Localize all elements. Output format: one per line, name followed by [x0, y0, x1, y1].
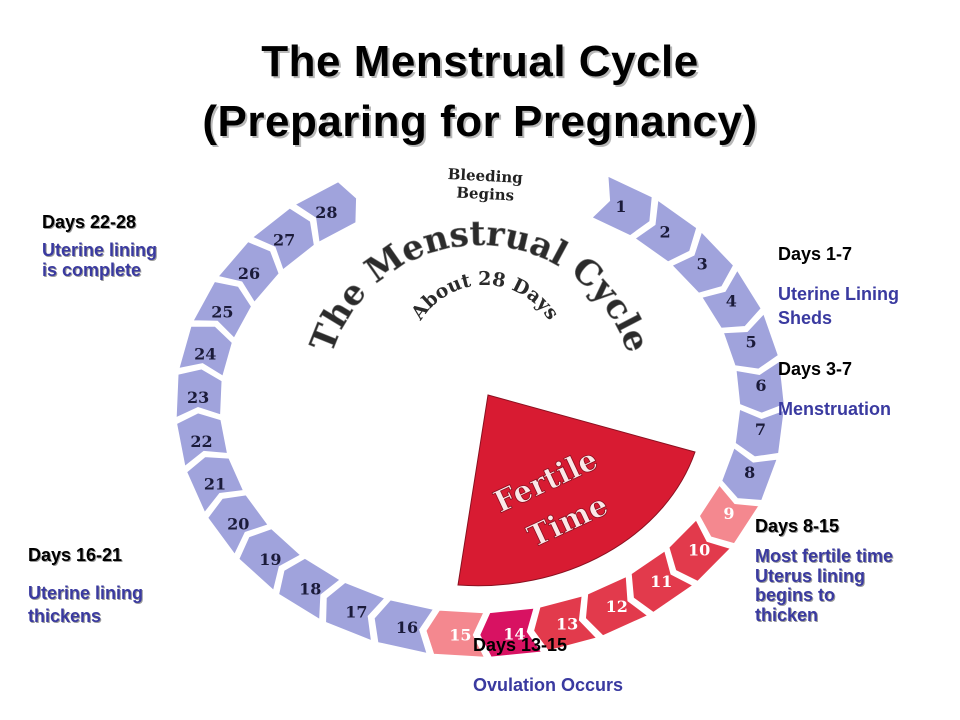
day-segment-24: [177, 325, 234, 378]
day-number-1: 1: [615, 197, 626, 216]
annotation-heading: Days 1-7: [778, 244, 853, 264]
day-number-24: 24: [194, 344, 216, 363]
annotation-text: thicken: [755, 605, 819, 626]
annotation-text: is complete: [42, 259, 142, 280]
day-segments: 1234567891011121314151617181920212223242…: [175, 174, 786, 659]
day-segment-23: [175, 367, 224, 420]
day-segment-21: [185, 455, 245, 515]
day-segment-3: [670, 230, 735, 295]
day-segment-13: [532, 594, 599, 652]
day-number-17: 17: [345, 603, 367, 622]
day-number-25: 25: [211, 302, 233, 321]
annotation-heading: Days 16-21: [28, 545, 123, 565]
day-segment-19: [237, 527, 303, 593]
day-segment-7: [734, 407, 786, 458]
day-number-2: 2: [659, 222, 670, 241]
day-number-28: 28: [315, 203, 337, 222]
day-number-19: 19: [259, 550, 281, 569]
day-segment-14: [478, 607, 544, 659]
annotation-heading: Days 22-28: [42, 212, 137, 232]
ring-subtitle-path: About 28 Days: [406, 268, 563, 325]
annotation-text: Uterine Lining: [778, 283, 899, 304]
day-number-16: 16: [396, 618, 418, 637]
day-segment-22: [175, 411, 229, 469]
page-title-line-2: (Preparing for Pregnancy): [202, 97, 758, 146]
day-segment-11: [630, 549, 695, 614]
day-number-14: 14: [503, 624, 525, 643]
annotation-text: Uterine lining: [28, 582, 144, 603]
annotation-text: Uterus lining: [755, 565, 866, 586]
annotation-days-3-7: Days 3-7 Menstruation: [778, 359, 892, 420]
day-number-26: 26: [238, 264, 260, 283]
day-segment-12: [584, 575, 650, 637]
day-number-6: 6: [755, 376, 766, 395]
day-segment-16: [373, 598, 436, 655]
annotation-text: begins to: [755, 585, 835, 606]
day-number-21: 21: [204, 475, 226, 494]
annotation-days-13-15: Days 13-15 Ovulation Occurs: [473, 635, 624, 696]
annotation-text: Sheds: [778, 307, 833, 328]
day-segment-6: [734, 359, 786, 415]
bleeding-begins-label: Bleeding Begins: [447, 165, 523, 204]
day-number-5: 5: [746, 333, 757, 352]
annotation-text: Ovulation Occurs: [473, 674, 624, 695]
day-segment-28: [293, 180, 358, 244]
day-segment-8: [720, 446, 779, 502]
day-number-3: 3: [697, 254, 708, 273]
ring-subtitle: About 28 Days: [406, 268, 563, 325]
day-segment-18: [277, 557, 342, 622]
fertile-time-wedge: [457, 394, 696, 587]
day-segment-10: [667, 518, 733, 583]
annotation-days-16-21: Days 16-21 Uterine lining thickens: [28, 545, 144, 626]
day-segment-5: [722, 311, 780, 371]
annotation-days-1-7: Days 1-7 Uterine Lining Sheds: [778, 244, 899, 328]
day-number-4: 4: [726, 292, 737, 311]
day-segment-15: [424, 609, 486, 659]
annotation-text: Menstruation: [778, 398, 892, 419]
day-segment-9: [698, 483, 761, 545]
day-number-7: 7: [755, 420, 766, 439]
day-number-22: 22: [190, 432, 212, 451]
day-number-8: 8: [744, 463, 755, 482]
day-number-20: 20: [227, 514, 249, 533]
page-title-line-1: The Menstrual Cycle: [261, 37, 699, 86]
day-number-12: 12: [606, 597, 628, 616]
day-number-9: 9: [723, 504, 734, 523]
day-number-13: 13: [556, 615, 578, 634]
day-segment-25: [191, 280, 253, 340]
day-segment-4: [700, 268, 763, 330]
bleeding-text-line-1: Bleeding: [447, 165, 523, 187]
annotation-heading: Days 8-15: [755, 516, 840, 536]
day-number-11: 11: [650, 572, 672, 591]
day-segment-17: [324, 581, 387, 643]
day-number-18: 18: [299, 580, 321, 599]
annotation-text: Most fertile time: [755, 545, 894, 566]
day-number-10: 10: [688, 541, 710, 560]
annotation-heading: Days 3-7: [778, 359, 853, 379]
day-segment-26: [216, 240, 281, 304]
day-number-27: 27: [273, 231, 295, 250]
bleeding-text-line-2: Begins: [456, 184, 515, 205]
annotation-text: thickens: [28, 605, 102, 626]
annotation-days-8-15: Days 8-15 Most fertile time Uterus linin…: [755, 516, 894, 626]
annotation-text: Uterine lining: [42, 239, 158, 260]
day-segment-2: [633, 198, 698, 264]
annotation-heading: Days 13-15: [473, 635, 568, 655]
day-number-15: 15: [449, 625, 471, 644]
day-number-23: 23: [187, 388, 209, 407]
annotation-days-22-28: Days 22-28 Uterine lining is complete: [42, 212, 158, 280]
day-segment-20: [206, 493, 270, 557]
day-segment-1: [590, 174, 654, 237]
day-segment-27: [250, 206, 316, 272]
